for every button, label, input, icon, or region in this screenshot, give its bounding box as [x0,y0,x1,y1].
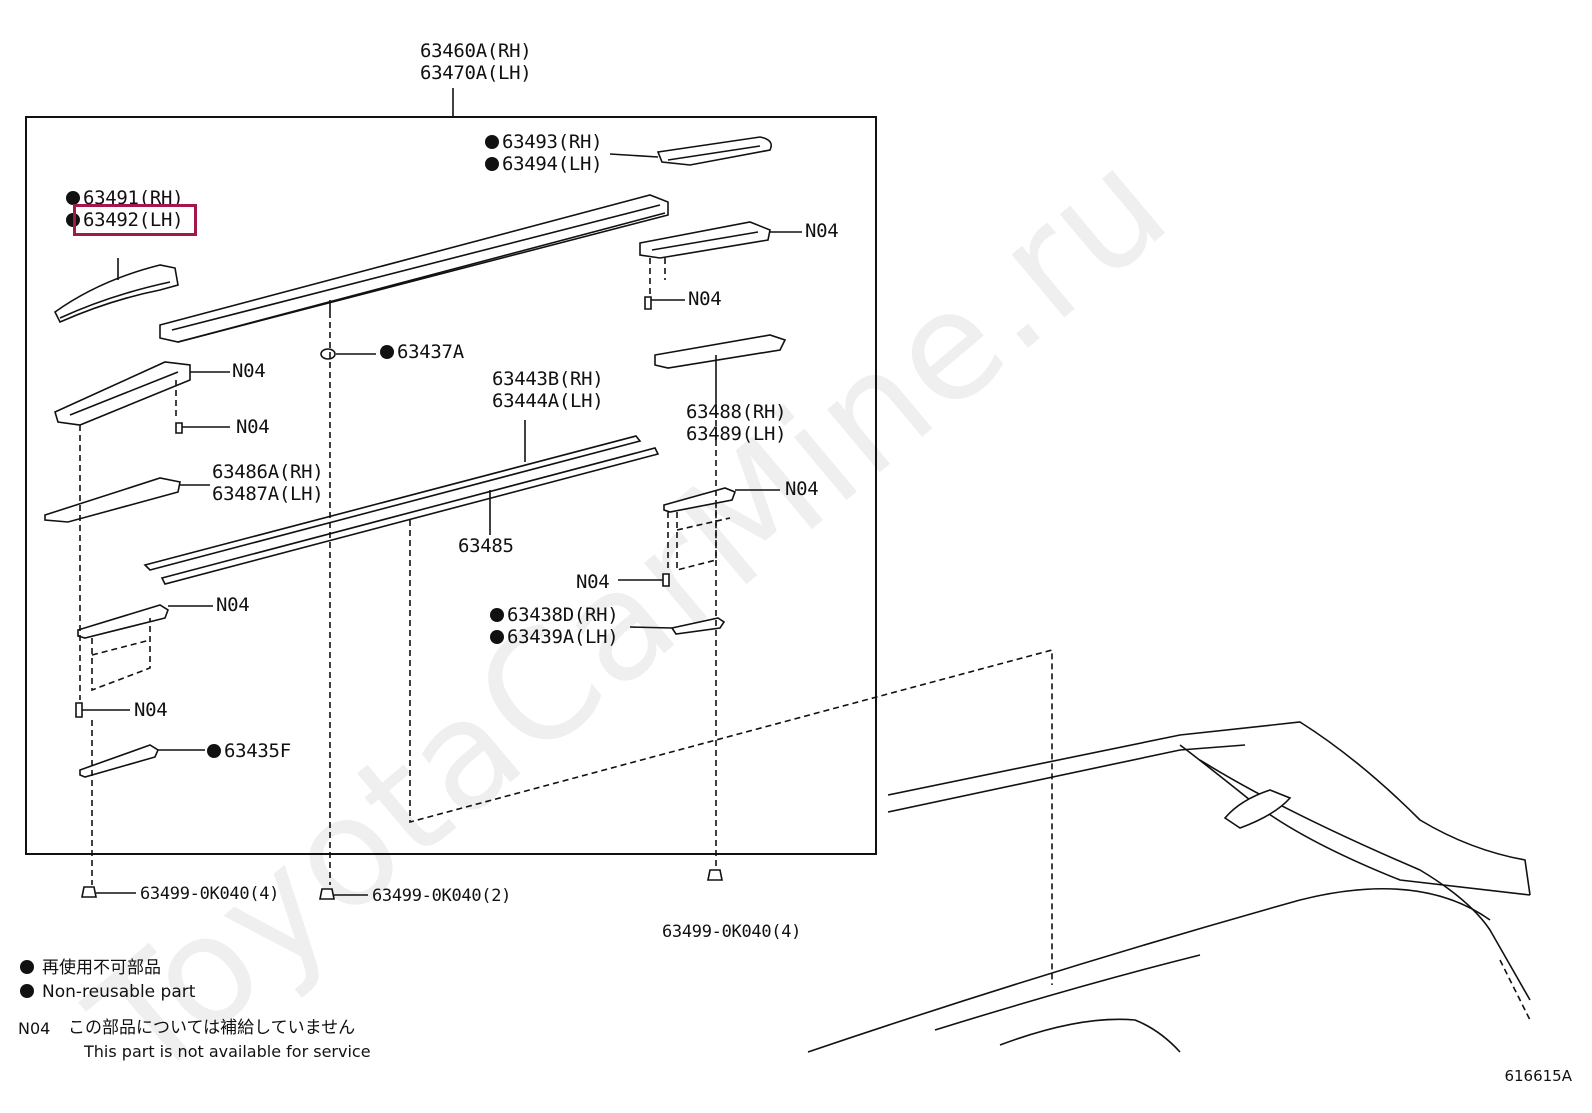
non-reusable-dot-icon [490,608,504,622]
label-clip-right[interactable]: 63499-0K040(4) [662,922,802,942]
legend-not-available-jp: この部品については補給していません [68,1018,356,1038]
front-base-part [44,477,210,523]
clips [81,869,723,900]
label-clip-mid[interactable]: 63499-0K040(2) [372,886,512,906]
grommet-part [320,348,376,360]
label-63493[interactable]: 63493(RH) [485,131,603,153]
label-63443B[interactable]: 63443B(RH) [492,368,604,390]
label-n04-rear-bracket[interactable]: N04 [805,220,839,242]
front-pad-part [79,744,205,778]
label-n04-rear-lower-screw[interactable]: N04 [576,571,610,593]
label-63487A[interactable]: 63487A(LH) [212,483,324,505]
front-bracket-part [54,361,230,426]
label-clip-left[interactable]: 63499-0K040(4) [140,884,280,904]
rear-lower-bracket-part [663,487,780,572]
non-reusable-dot-icon [66,191,80,205]
label-63438D[interactable]: 63438D(RH) [490,604,619,626]
label-n04-front-lower-bracket[interactable]: N04 [216,594,250,616]
label-63491[interactable]: 63491(RH) [66,187,184,209]
assembly-frame [25,116,877,855]
screws [75,296,685,718]
non-reusable-dot-icon [380,345,394,359]
label-63439A[interactable]: 63439A(LH) [490,626,619,648]
assembly-label-rh: 63460A(RH) [420,40,532,62]
legend-nonreusable-en: Non-reusable part [20,980,195,1004]
label-63435F[interactable]: 63435F [207,740,291,762]
rear-pad-part [629,617,726,635]
label-n04-front-screw[interactable]: N04 [236,416,270,438]
non-reusable-dot-icon [485,135,499,149]
non-reusable-dot-icon [207,744,221,758]
rear-cover-part [609,136,773,166]
vehicle-roof-outline [807,721,1531,1053]
legend-code: N04 [18,1019,51,1038]
highlight-box [73,204,197,236]
alignment-lines [79,258,1053,985]
label-63494[interactable]: 63494(LH) [485,153,603,175]
figure-number: 616615A [1504,1067,1572,1085]
rear-base-part [654,334,787,400]
label-63485[interactable]: 63485 [458,535,514,557]
front-lower-bracket-part [77,604,213,692]
rear-bracket-part [639,221,802,259]
label-n04-front-bracket[interactable]: N04 [232,360,266,382]
label-n04-rear-screw[interactable]: N04 [688,288,722,310]
non-reusable-dot-icon [490,630,504,644]
legend-not-available-en: This part is not available for service [84,1042,371,1061]
non-reusable-dot-icon [20,960,34,974]
non-reusable-dot-icon [485,157,499,171]
molding-parts [143,420,660,585]
label-63489[interactable]: 63489(LH) [686,423,787,445]
legend-nonreusable-jp: 再使用不可部品 [20,956,161,980]
label-63488[interactable]: 63488(RH) [686,401,787,423]
non-reusable-dot-icon [20,984,34,998]
roof-rail-part [159,194,669,343]
label-n04-front-lower-screw[interactable]: N04 [134,699,168,721]
assembly-label-lh: 63470A(LH) [420,62,532,84]
front-cover-part [53,258,179,324]
label-n04-rear-lower-bracket[interactable]: N04 [785,478,819,500]
label-63437A[interactable]: 63437A [380,341,464,363]
label-63486A[interactable]: 63486A(RH) [212,461,324,483]
label-63444A[interactable]: 63444A(LH) [492,390,604,412]
